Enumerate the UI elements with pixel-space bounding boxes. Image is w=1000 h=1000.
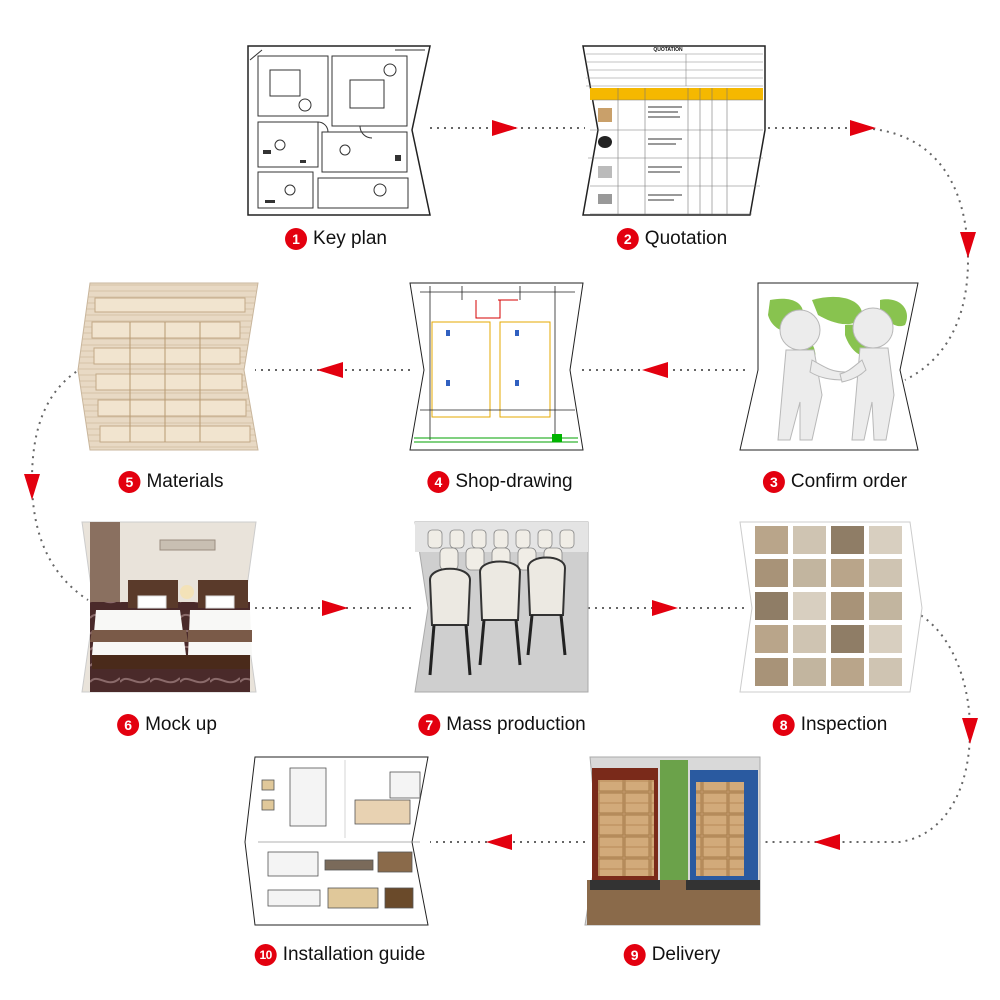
step-title: Installation guide (283, 944, 426, 966)
arrow-right-icon (850, 120, 876, 136)
step-number-badge: 8 (773, 714, 795, 736)
inspection-photo-thumbnail (793, 526, 826, 554)
arrow-left-icon (814, 834, 840, 850)
arrow-down-icon (960, 232, 976, 258)
step-number-badge: 5 (118, 471, 140, 493)
step-label-8: 8 Inspection (773, 714, 888, 736)
inspection-photo-thumbnail (831, 658, 864, 686)
materials-image (78, 283, 258, 450)
step-label-7: 7 Mass production (418, 714, 585, 736)
arrow-right-icon (652, 600, 678, 616)
arrow-down-icon (962, 718, 978, 744)
quotation-image: QUOTATION (583, 46, 765, 215)
arrow-left-icon (486, 834, 512, 850)
connector-1-2 (430, 120, 585, 136)
step-label-1: 1 Key plan (285, 228, 387, 250)
arrow-right-icon (492, 120, 518, 136)
step-label-2: 2 Quotation (617, 228, 727, 250)
mock-up-image (82, 522, 256, 692)
step-title: Inspection (801, 714, 888, 736)
confirm-order-image (740, 283, 918, 450)
inspection-photo-thumbnail (831, 559, 864, 587)
inspection-photo-thumbnail (755, 592, 788, 620)
inspection-photo-thumbnail (793, 625, 826, 653)
step-number-badge: 2 (617, 228, 639, 250)
inspection-photo-thumbnail (869, 625, 902, 653)
step-label-6: 6 Mock up (117, 714, 217, 736)
shop-drawing-image (410, 283, 583, 450)
installation-guide-image (245, 757, 428, 925)
inspection-photo-thumbnail (831, 592, 864, 620)
step-number-badge: 7 (418, 714, 440, 736)
connector-4-5 (255, 362, 410, 378)
step-title: Confirm order (791, 471, 907, 493)
step-title: Delivery (652, 944, 721, 966)
step-number-badge: 10 (255, 944, 277, 966)
step-number-badge: 1 (285, 228, 307, 250)
delivery-image (585, 757, 760, 925)
inspection-photo-thumbnail (869, 658, 902, 686)
inspection-photo-thumbnail (755, 625, 788, 653)
step-number-badge: 9 (624, 944, 646, 966)
inspection-photo-thumbnail (831, 625, 864, 653)
inspection-photo-thumbnail (869, 526, 902, 554)
connector-6-7 (255, 600, 415, 616)
key-plan-image (248, 46, 430, 215)
step-label-4: 4 Shop-drawing (427, 471, 572, 493)
connector-5-6 (24, 368, 88, 600)
connector-7-8 (588, 600, 745, 616)
inspection-photo-thumbnail (755, 559, 788, 587)
arrow-right-icon (322, 600, 348, 616)
inspection-photo-thumbnail (755, 526, 788, 554)
step-title: Shop-drawing (455, 471, 572, 493)
step-title: Key plan (313, 228, 387, 250)
inspection-photo-thumbnail (869, 559, 902, 587)
step-title: Quotation (645, 228, 727, 250)
step-label-9: 9 Delivery (624, 944, 721, 966)
step-title: Materials (146, 471, 223, 493)
step-title: Mock up (145, 714, 217, 736)
connector-9-10 (430, 834, 585, 850)
inspection-photo-thumbnail (793, 658, 826, 686)
step-number-badge: 4 (427, 471, 449, 493)
mass-production-image (415, 522, 588, 692)
inspection-photo-thumbnail (869, 592, 902, 620)
step-title: Mass production (446, 714, 585, 736)
inspection-image (740, 522, 922, 692)
inspection-photo-thumbnail (755, 658, 788, 686)
step-label-10: 10 Installation guide (255, 944, 426, 966)
inspection-photo-thumbnail (793, 592, 826, 620)
step-label-5: 5 Materials (118, 471, 223, 493)
arrow-left-icon (317, 362, 343, 378)
connector-3-4 (580, 362, 745, 378)
step-label-3: 3 Confirm order (763, 471, 907, 493)
step-number-badge: 3 (763, 471, 785, 493)
arrow-down-icon (24, 474, 40, 500)
inspection-photo-thumbnail (831, 526, 864, 554)
quotation-sheet-title: QUOTATION (653, 47, 683, 53)
step-number-badge: 6 (117, 714, 139, 736)
arrow-left-icon (642, 362, 668, 378)
inspection-photo-thumbnail (793, 559, 826, 587)
